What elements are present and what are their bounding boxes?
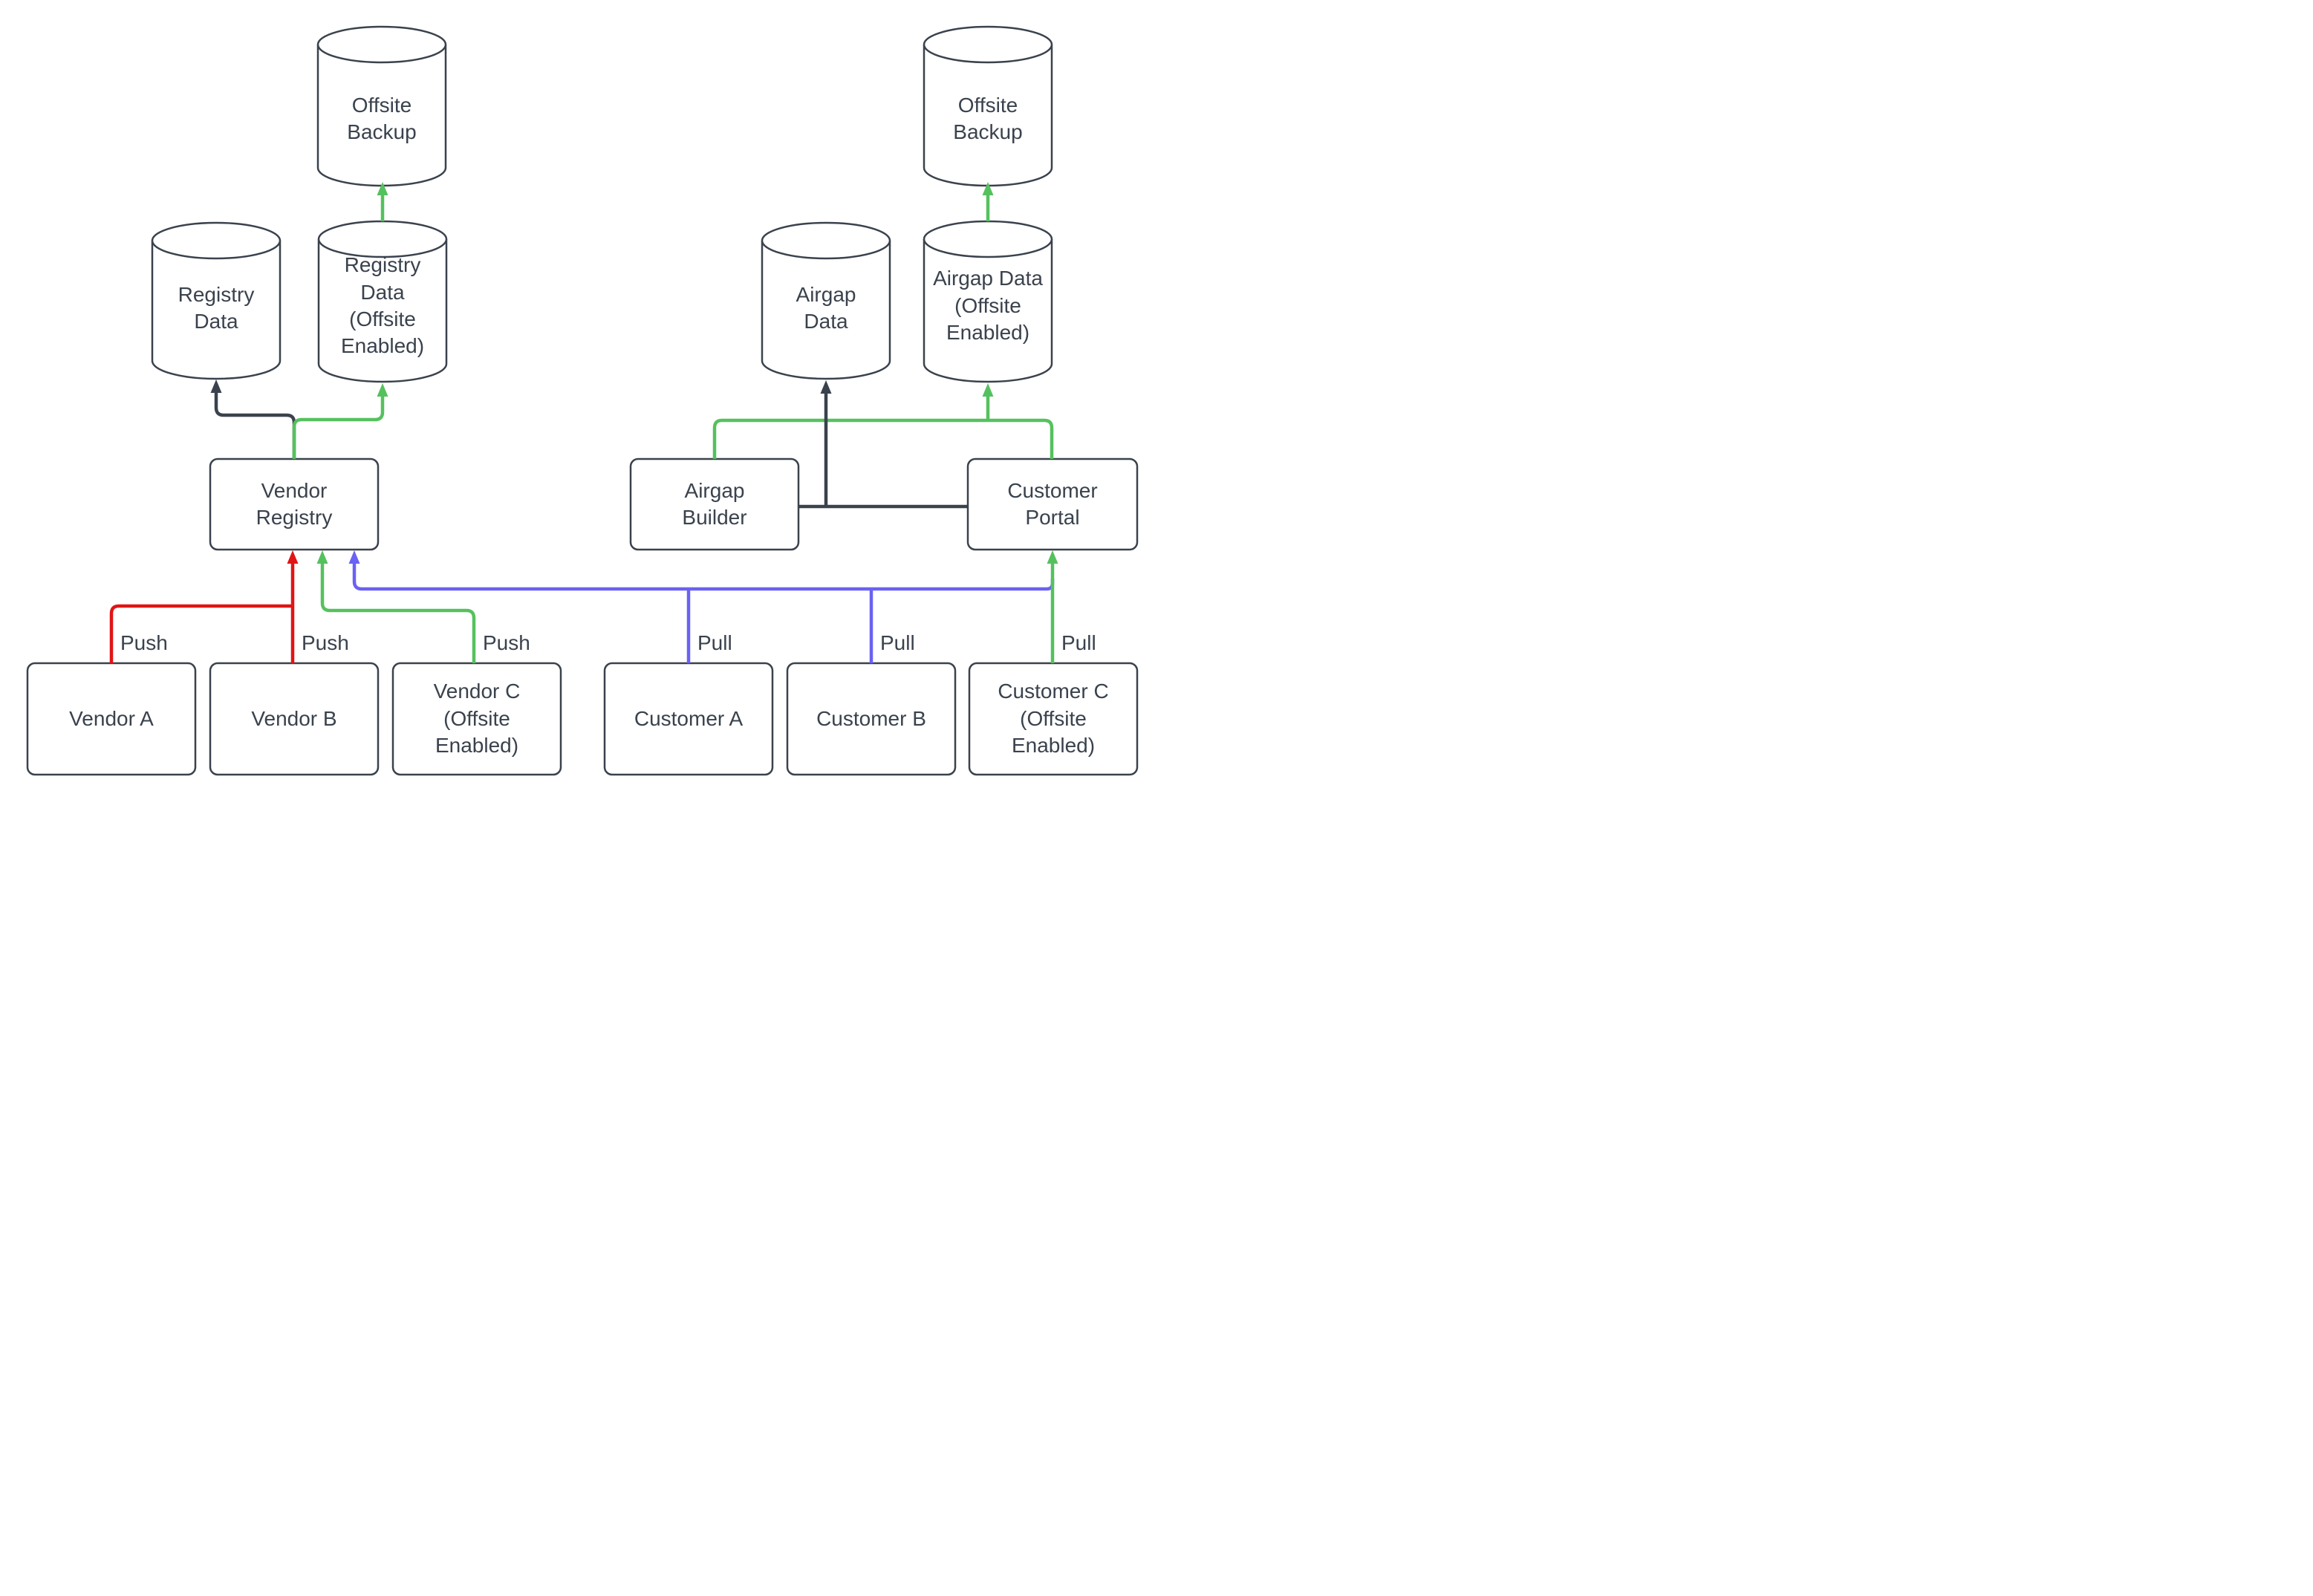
cylinder-offsite-backup-right-top (923, 25, 1053, 64)
edge-vendor-c-push (320, 564, 476, 663)
edge-vendor-registry-to-registry-data-offsite (292, 397, 385, 459)
cylinder-offsite-backup-left-body (316, 45, 447, 187)
arrowhead-pull-customer-portal (1047, 550, 1058, 564)
node-airgap-builder (629, 457, 800, 551)
cylinder-registry-data-offsite-body (317, 239, 448, 383)
node-customer-c (968, 662, 1139, 776)
node-customer-a (603, 662, 774, 776)
node-customer-b (786, 662, 957, 776)
cylinder-airgap-data-top (761, 221, 891, 260)
arrowhead-push-offsite-vendor-registry (316, 550, 328, 564)
edge-vendor-registry-to-registry-data (214, 393, 296, 459)
edge-vendor-a-push (109, 604, 293, 663)
node-customer-portal (966, 457, 1139, 551)
arrowhead-offsite-backup-left (377, 182, 388, 195)
cylinder-airgap-data-offsite-top (923, 220, 1053, 258)
diagram-shapes (26, 25, 1139, 776)
cylinder-registry-data-body (151, 241, 282, 380)
arrowhead-airgap-data (820, 380, 832, 394)
edge-pull-bus-to-vendor-registry (352, 564, 1055, 591)
diagram-canvas: Offsite Backup Registry Data Registry Da… (0, 0, 1156, 798)
edge-airgap-builder-customer-portal-green (712, 418, 1054, 459)
cylinder-offsite-backup-right-body (923, 45, 1053, 187)
node-vendor-c (391, 662, 562, 776)
arrowhead-registry-data (210, 380, 222, 393)
node-vendor-registry (209, 457, 380, 551)
cylinder-registry-data-top (151, 221, 282, 260)
arrowhead-registry-data-offsite (377, 383, 388, 397)
cylinder-airgap-data-offsite-body (923, 239, 1053, 383)
cylinder-airgap-data-body (761, 241, 891, 380)
arrowhead-pull-vendor-registry (348, 550, 360, 564)
arrowhead-offsite-backup-right (982, 182, 994, 195)
cylinder-offsite-backup-left-top (316, 25, 447, 64)
cylinder-registry-data-offsite-top (317, 220, 448, 258)
node-vendor-b (209, 662, 380, 776)
node-vendor-a (26, 662, 197, 776)
arrowhead-airgap-data-offsite (982, 383, 994, 397)
arrowhead-push-vendor-registry (287, 550, 299, 564)
